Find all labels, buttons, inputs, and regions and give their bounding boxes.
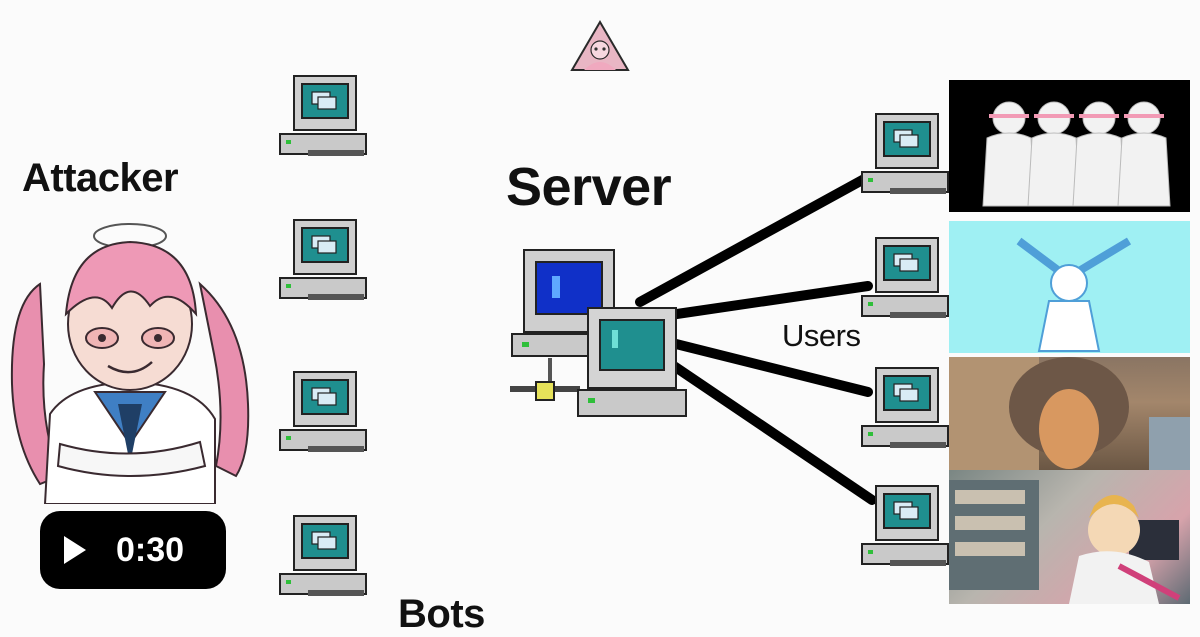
server-label: Server	[506, 157, 672, 217]
users-label: Users	[782, 318, 861, 353]
user-thumbnail-room-photo	[949, 357, 1190, 470]
attacker-character-illustration	[10, 223, 250, 504]
link-server-user-3	[671, 339, 873, 397]
user-thumbnail-dancers	[949, 80, 1190, 212]
server-computer-icon	[510, 249, 687, 417]
user-thumbnail-anime-room	[949, 470, 1190, 604]
user-computer-icon	[861, 485, 949, 566]
bot-computer-icon	[279, 219, 367, 300]
bots-label: Bots	[398, 592, 485, 636]
link-server-user-1	[635, 173, 871, 307]
attacker-label: Attacker	[22, 156, 179, 200]
play-icon	[64, 536, 86, 564]
triangle-logo-icon	[570, 20, 630, 71]
user-thumbnail-dancing-character	[949, 221, 1190, 353]
user-computer-icon	[861, 367, 949, 448]
user-computer-icon	[861, 113, 949, 194]
video-duration: 0:30	[116, 530, 185, 569]
link-server-user-2	[665, 281, 873, 320]
user-computer-icon	[861, 237, 949, 318]
link-server-user-4	[663, 357, 877, 505]
video-play-button[interactable]: 0:30	[40, 511, 226, 589]
bot-computer-icon	[279, 371, 367, 452]
bot-computer-icon	[279, 515, 367, 596]
bot-computer-icon	[279, 75, 367, 156]
